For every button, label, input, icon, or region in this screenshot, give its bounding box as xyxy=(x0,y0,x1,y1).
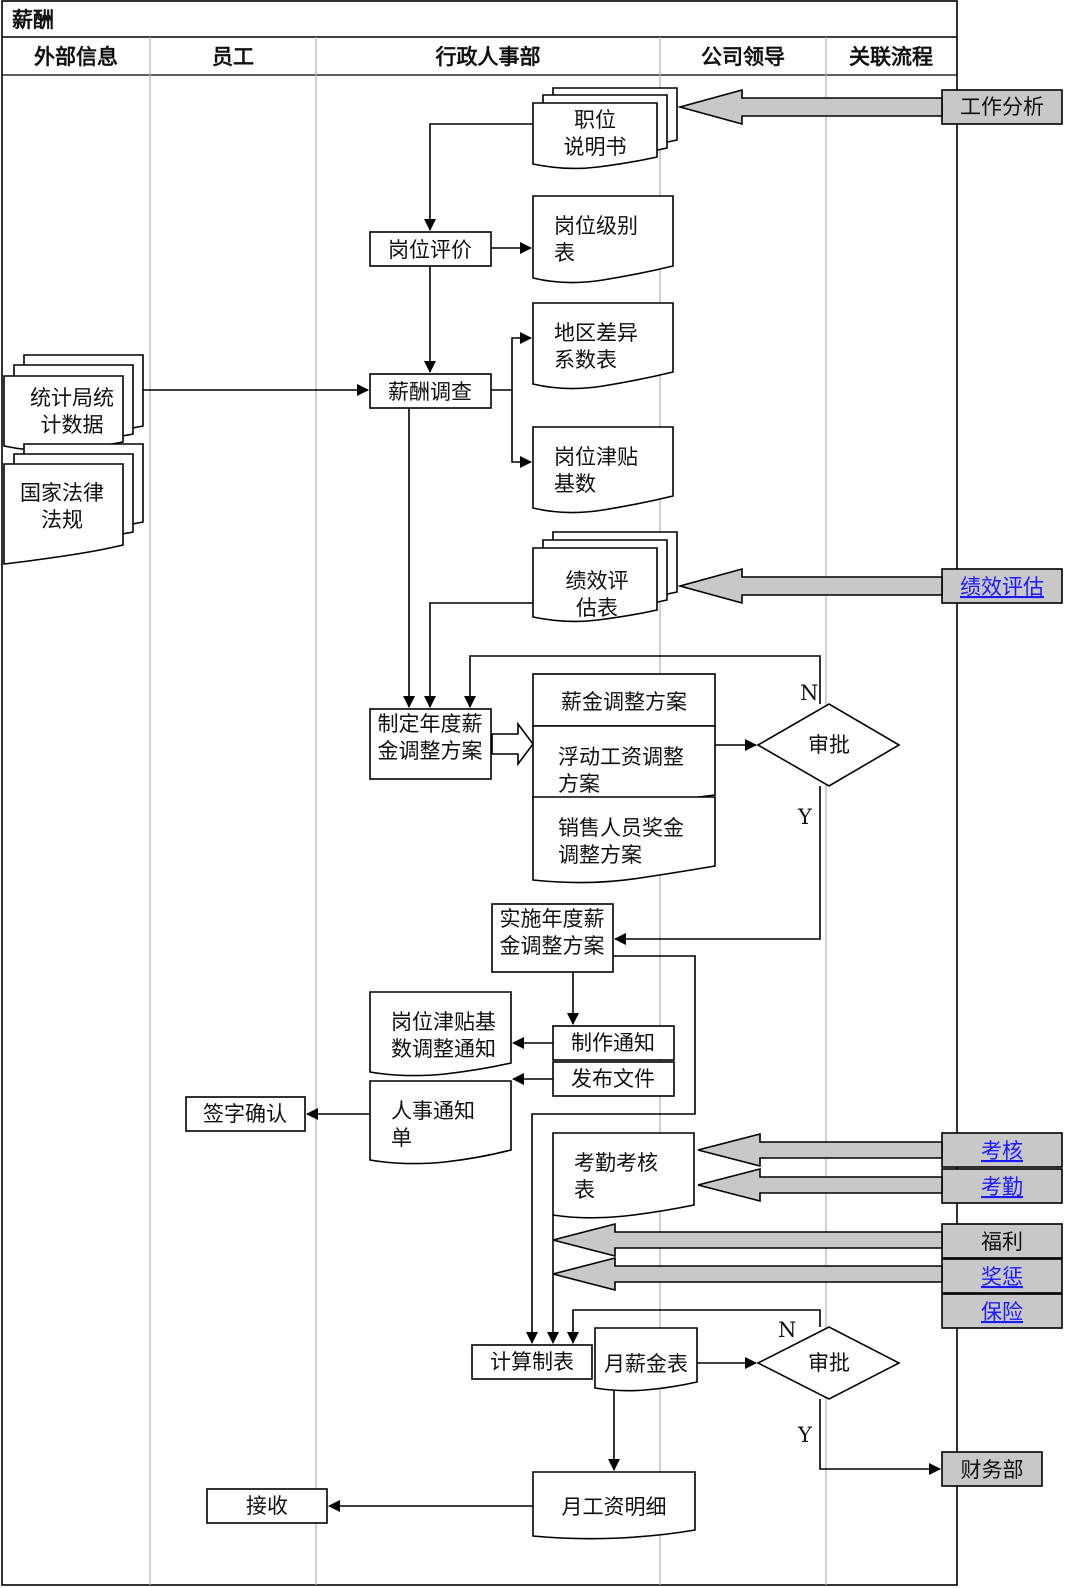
process-salary-survey: 薪酬调查 xyxy=(369,373,492,409)
doc-text: 地区差异 xyxy=(554,321,638,345)
related-job-analysis[interactable]: 工作分析 xyxy=(941,89,1063,125)
lane-headers: 外部信息 员工 行政人事部 公司领导 关联流程 xyxy=(34,45,933,69)
doc-job-description: 职位 说明书 xyxy=(532,87,678,170)
related-reward-link[interactable]: 奖惩 xyxy=(941,1258,1063,1294)
process-receive: 接收 xyxy=(206,1488,328,1524)
process-text: 实施年度薪 xyxy=(500,907,605,931)
related-text[interactable]: 考勤 xyxy=(981,1175,1023,1199)
doc-text: 人事通知 xyxy=(391,1099,475,1123)
related-attendance-link[interactable]: 考勤 xyxy=(941,1168,1063,1204)
doc-text: 岗位津贴 xyxy=(554,445,638,469)
process-job-evaluation: 岗位评价 xyxy=(369,231,492,267)
doc-payslip: 月工资明细 xyxy=(532,1471,696,1540)
label-no: N xyxy=(778,1318,796,1342)
doc-salary-plan: 薪金调整方案 xyxy=(532,673,716,727)
doc-attendance-table: 考勤考核 表 xyxy=(552,1132,695,1219)
process-text: 发布文件 xyxy=(571,1067,655,1091)
doc-text: 表 xyxy=(554,241,575,265)
related-assessment-link[interactable]: 考核 xyxy=(941,1132,1063,1168)
decision-approve-plan: 审批 xyxy=(756,703,901,787)
process-text: 金调整方案 xyxy=(500,934,605,958)
connectors xyxy=(143,123,941,1512)
label-yes: Y xyxy=(797,1423,813,1447)
doc-hr-notice: 人事通知 单 xyxy=(369,1080,512,1165)
doc-text: 岗位津贴基 xyxy=(391,1010,496,1034)
process-text: 计算制表 xyxy=(490,1350,574,1374)
doc-sales-bonus-plan: 销售人员奖金 调整方案 xyxy=(532,796,716,884)
related-finance-dept[interactable]: 财务部 xyxy=(941,1451,1043,1487)
doc-text: 考勤考核 xyxy=(574,1151,658,1175)
related-performance-eval-link[interactable]: 绩效评估 xyxy=(941,568,1063,604)
process-calculate: 计算制表 xyxy=(471,1344,593,1380)
process-implement-plan: 实施年度薪 金调整方案 xyxy=(491,903,614,973)
label-yes: Y xyxy=(797,805,813,829)
lane-header: 外部信息 xyxy=(34,45,118,69)
doc-text: 职位 xyxy=(574,108,616,132)
process-make-plan: 制定年度薪 金调整方案 xyxy=(369,708,492,780)
process-text: 岗位评价 xyxy=(388,238,472,262)
decision-text: 审批 xyxy=(808,1351,850,1375)
related-welfare[interactable]: 福利 xyxy=(941,1223,1063,1259)
doc-text: 说明书 xyxy=(564,135,627,159)
doc-text: 月工资明细 xyxy=(562,1495,667,1519)
doc-text: 岗位级别 xyxy=(554,214,638,238)
decision-approve-salary: 审批 xyxy=(756,1326,901,1400)
lane-header: 关联流程 xyxy=(849,45,933,69)
related-text[interactable]: 保险 xyxy=(981,1300,1023,1324)
doc-national-law: 国家法律 法规 xyxy=(3,443,144,565)
decision-text: 审批 xyxy=(808,733,850,757)
doc-performance-table: 绩效评 估表 xyxy=(532,531,678,623)
process-text: 金调整方案 xyxy=(378,739,483,763)
related-text[interactable]: 绩效评估 xyxy=(960,575,1044,599)
swimlane-frame xyxy=(1,0,958,1586)
doc-text: 计数据 xyxy=(41,413,104,437)
doc-text: 统计局统 xyxy=(30,386,114,410)
process-make-notice: 制作通知 xyxy=(552,1025,675,1061)
doc-text: 估表 xyxy=(576,596,618,620)
label-no: N xyxy=(800,681,818,705)
related-text: 财务部 xyxy=(961,1458,1024,1482)
doc-region-factor: 地区差异 系数表 xyxy=(532,302,674,390)
doc-text: 浮动工资调整 xyxy=(558,745,684,769)
grey-arrows xyxy=(552,88,943,1292)
related-text[interactable]: 奖惩 xyxy=(981,1265,1023,1289)
doc-text: 方案 xyxy=(558,772,600,796)
lane-header: 公司领导 xyxy=(701,45,785,69)
related-insurance-link[interactable]: 保险 xyxy=(941,1293,1063,1329)
doc-level-table: 岗位级别 表 xyxy=(532,195,674,284)
doc-text: 数调整通知 xyxy=(391,1037,496,1061)
related-text[interactable]: 考核 xyxy=(981,1139,1023,1163)
doc-text: 系数表 xyxy=(554,348,617,372)
related-text: 福利 xyxy=(981,1230,1023,1254)
lane-header: 员工 xyxy=(212,45,254,69)
doc-text: 调整方案 xyxy=(558,843,642,867)
doc-text: 薪金调整方案 xyxy=(561,690,687,714)
related-text: 工作分析 xyxy=(960,95,1044,119)
doc-text: 绩效评 xyxy=(566,569,629,593)
process-text: 接收 xyxy=(246,1494,288,1518)
page-title: 薪酬 xyxy=(12,8,54,32)
process-text: 签字确认 xyxy=(203,1102,287,1126)
doc-text: 表 xyxy=(574,1178,595,1202)
process-sign-confirm: 签字确认 xyxy=(185,1096,306,1132)
process-text: 制作通知 xyxy=(571,1031,655,1055)
doc-text: 单 xyxy=(391,1126,412,1150)
doc-monthly-salary: 月薪金表 xyxy=(594,1327,698,1392)
doc-text: 法规 xyxy=(41,508,83,532)
doc-statistics-data: 统计局统 计数据 xyxy=(3,354,144,452)
doc-text: 销售人员奖金 xyxy=(558,816,684,840)
doc-floating-wage-plan: 浮动工资调整 方案 xyxy=(532,725,716,801)
process-text: 制定年度薪 xyxy=(378,712,483,736)
process-text: 薪酬调查 xyxy=(388,380,472,404)
lane-header: 行政人事部 xyxy=(435,45,541,69)
doc-allowance-notice: 岗位津贴基 数调整通知 xyxy=(369,991,512,1077)
doc-allowance-base: 岗位津贴 基数 xyxy=(532,426,674,514)
process-publish-file: 发布文件 xyxy=(552,1061,675,1097)
doc-text: 基数 xyxy=(554,472,596,496)
doc-text: 国家法律 xyxy=(20,481,104,505)
doc-text: 月薪金表 xyxy=(604,1352,688,1376)
